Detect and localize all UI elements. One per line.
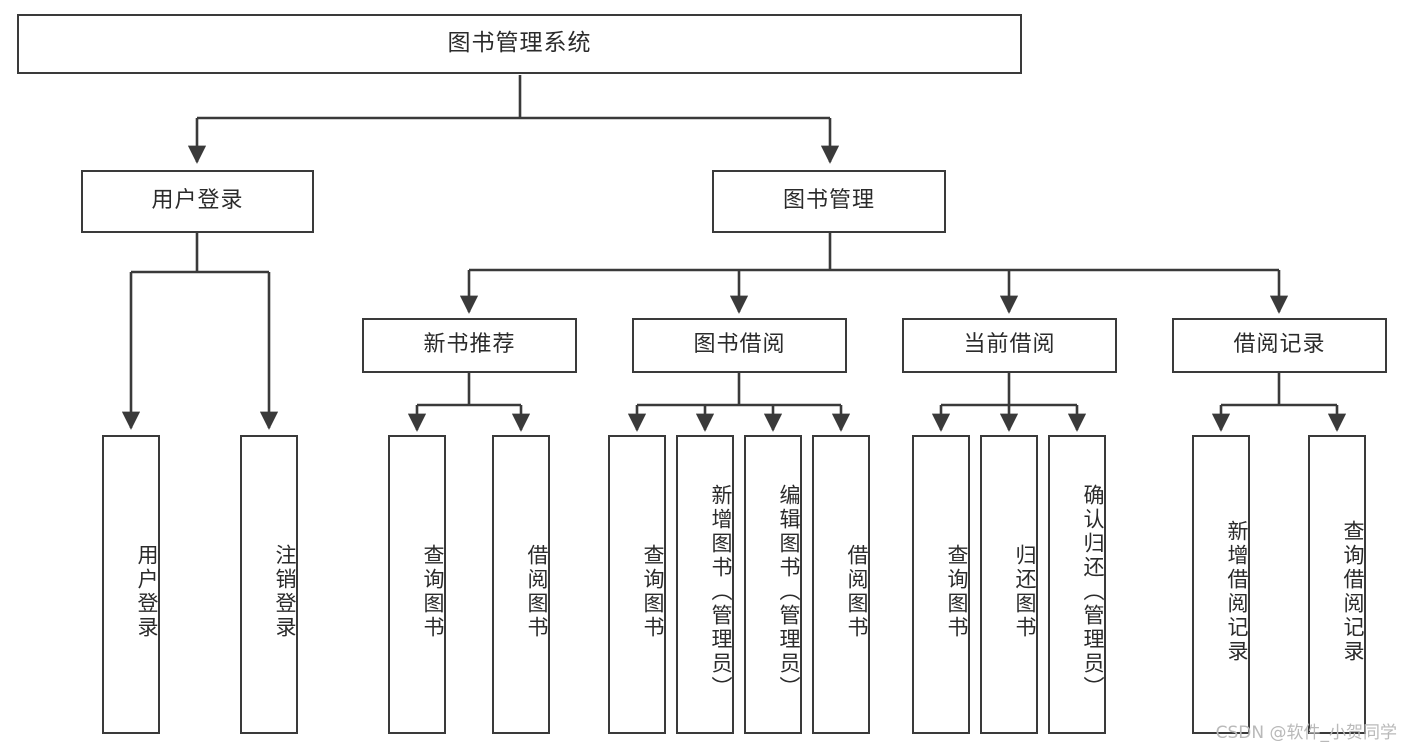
node-leaf-query-book-2[interactable]: 查询图书 [608, 435, 666, 734]
csdn-watermark: CSDN @软件_小贺同学 [1215, 723, 1397, 743]
node-current-borrow-label: 当前借阅 [963, 332, 1056, 358]
node-new-book-recommend[interactable]: 新书推荐 [362, 318, 577, 373]
node-borrow-record[interactable]: 借阅记录 [1172, 318, 1387, 373]
node-leaf-edit-book[interactable]: 编辑图书（管理员） [744, 435, 802, 734]
node-leaf-add-book-label: 新增图书（管理员） [709, 483, 733, 700]
node-leaf-borrow-book-2-label: 借阅图书 [845, 543, 869, 640]
node-leaf-borrow-book-2[interactable]: 借阅图书 [812, 435, 870, 734]
node-root-label: 图书管理系统 [447, 30, 592, 57]
node-user-login-label: 用户登录 [151, 188, 244, 214]
node-leaf-query-book-1-label: 查询图书 [421, 543, 445, 640]
node-new-book-recommend-label: 新书推荐 [423, 332, 516, 358]
node-leaf-borrow-book-1[interactable]: 借阅图书 [492, 435, 550, 734]
node-book-manage-label: 图书管理 [782, 188, 875, 214]
node-leaf-borrow-book-1-label: 借阅图书 [525, 543, 549, 640]
node-leaf-confirm-return-label: 确认归还（管理员） [1081, 483, 1105, 700]
node-leaf-query-book-2-label: 查询图书 [641, 543, 665, 640]
node-leaf-logout[interactable]: 注销登录 [240, 435, 298, 734]
node-book-borrow-label: 图书借阅 [693, 332, 786, 358]
node-book-manage[interactable]: 图书管理 [712, 170, 946, 233]
node-leaf-return-book[interactable]: 归还图书 [980, 435, 1038, 734]
node-borrow-record-label: 借阅记录 [1233, 332, 1326, 358]
node-leaf-return-book-label: 归还图书 [1013, 543, 1037, 640]
node-leaf-query-book-1[interactable]: 查询图书 [388, 435, 446, 734]
node-leaf-user-login-label: 用户登录 [135, 543, 159, 640]
node-leaf-confirm-return[interactable]: 确认归还（管理员） [1048, 435, 1106, 734]
node-leaf-add-record-label: 新增借阅记录 [1225, 519, 1249, 664]
node-leaf-query-book-3[interactable]: 查询图书 [912, 435, 970, 734]
node-leaf-add-book[interactable]: 新增图书（管理员） [676, 435, 734, 734]
node-root[interactable]: 图书管理系统 [17, 14, 1022, 74]
node-leaf-user-login[interactable]: 用户登录 [102, 435, 160, 734]
node-leaf-query-record-label: 查询借阅记录 [1341, 519, 1365, 664]
node-leaf-add-record[interactable]: 新增借阅记录 [1192, 435, 1250, 734]
node-leaf-logout-label: 注销登录 [273, 543, 297, 640]
node-current-borrow[interactable]: 当前借阅 [902, 318, 1117, 373]
node-book-borrow[interactable]: 图书借阅 [632, 318, 847, 373]
node-leaf-query-book-3-label: 查询图书 [945, 543, 969, 640]
node-leaf-query-record[interactable]: 查询借阅记录 [1308, 435, 1366, 734]
node-leaf-edit-book-label: 编辑图书（管理员） [777, 483, 801, 700]
node-user-login[interactable]: 用户登录 [81, 170, 314, 233]
